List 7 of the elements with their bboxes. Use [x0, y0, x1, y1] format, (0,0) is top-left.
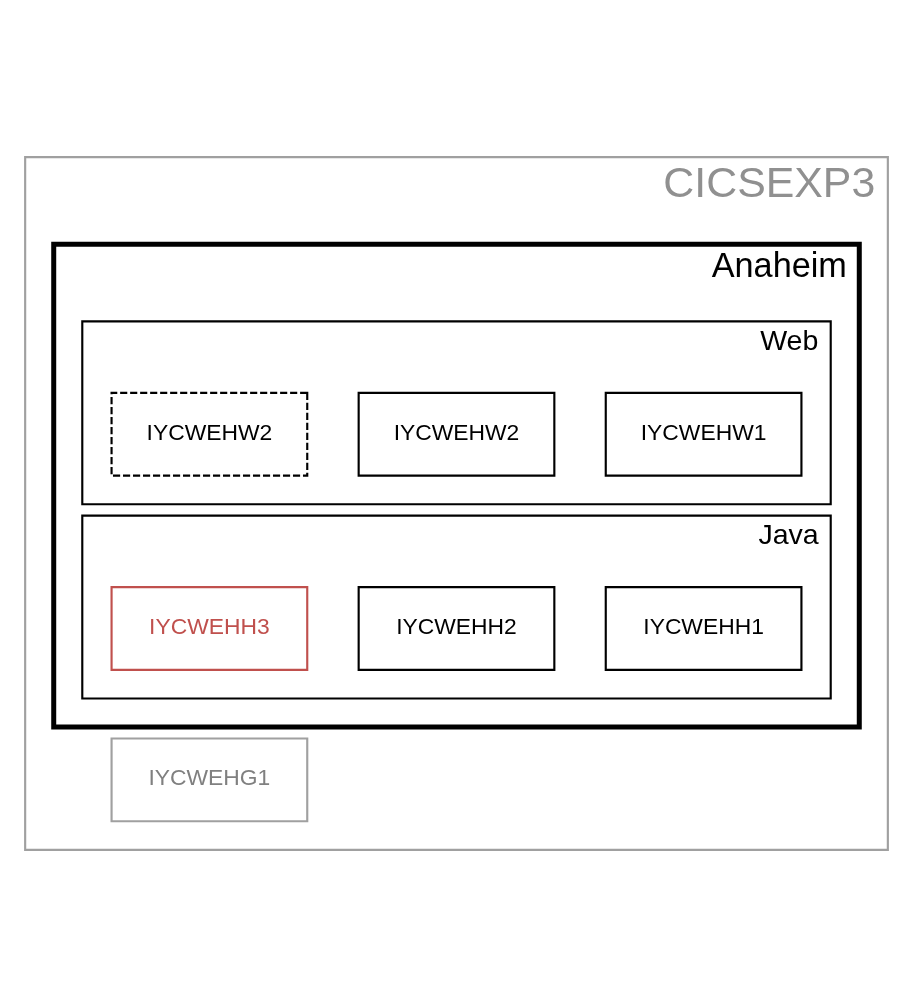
- node-box: IYCWEHH1: [604, 586, 803, 671]
- node-box: IYCWEHH2: [357, 586, 556, 671]
- node-box: IYCWEHW2: [110, 391, 309, 477]
- node-box: IYCWEHW2: [357, 391, 556, 477]
- node-box: IYCWEHH3: [110, 586, 309, 671]
- node-box: IYCWEHW1: [604, 391, 803, 477]
- node-box: IYCWEHG1: [110, 737, 309, 823]
